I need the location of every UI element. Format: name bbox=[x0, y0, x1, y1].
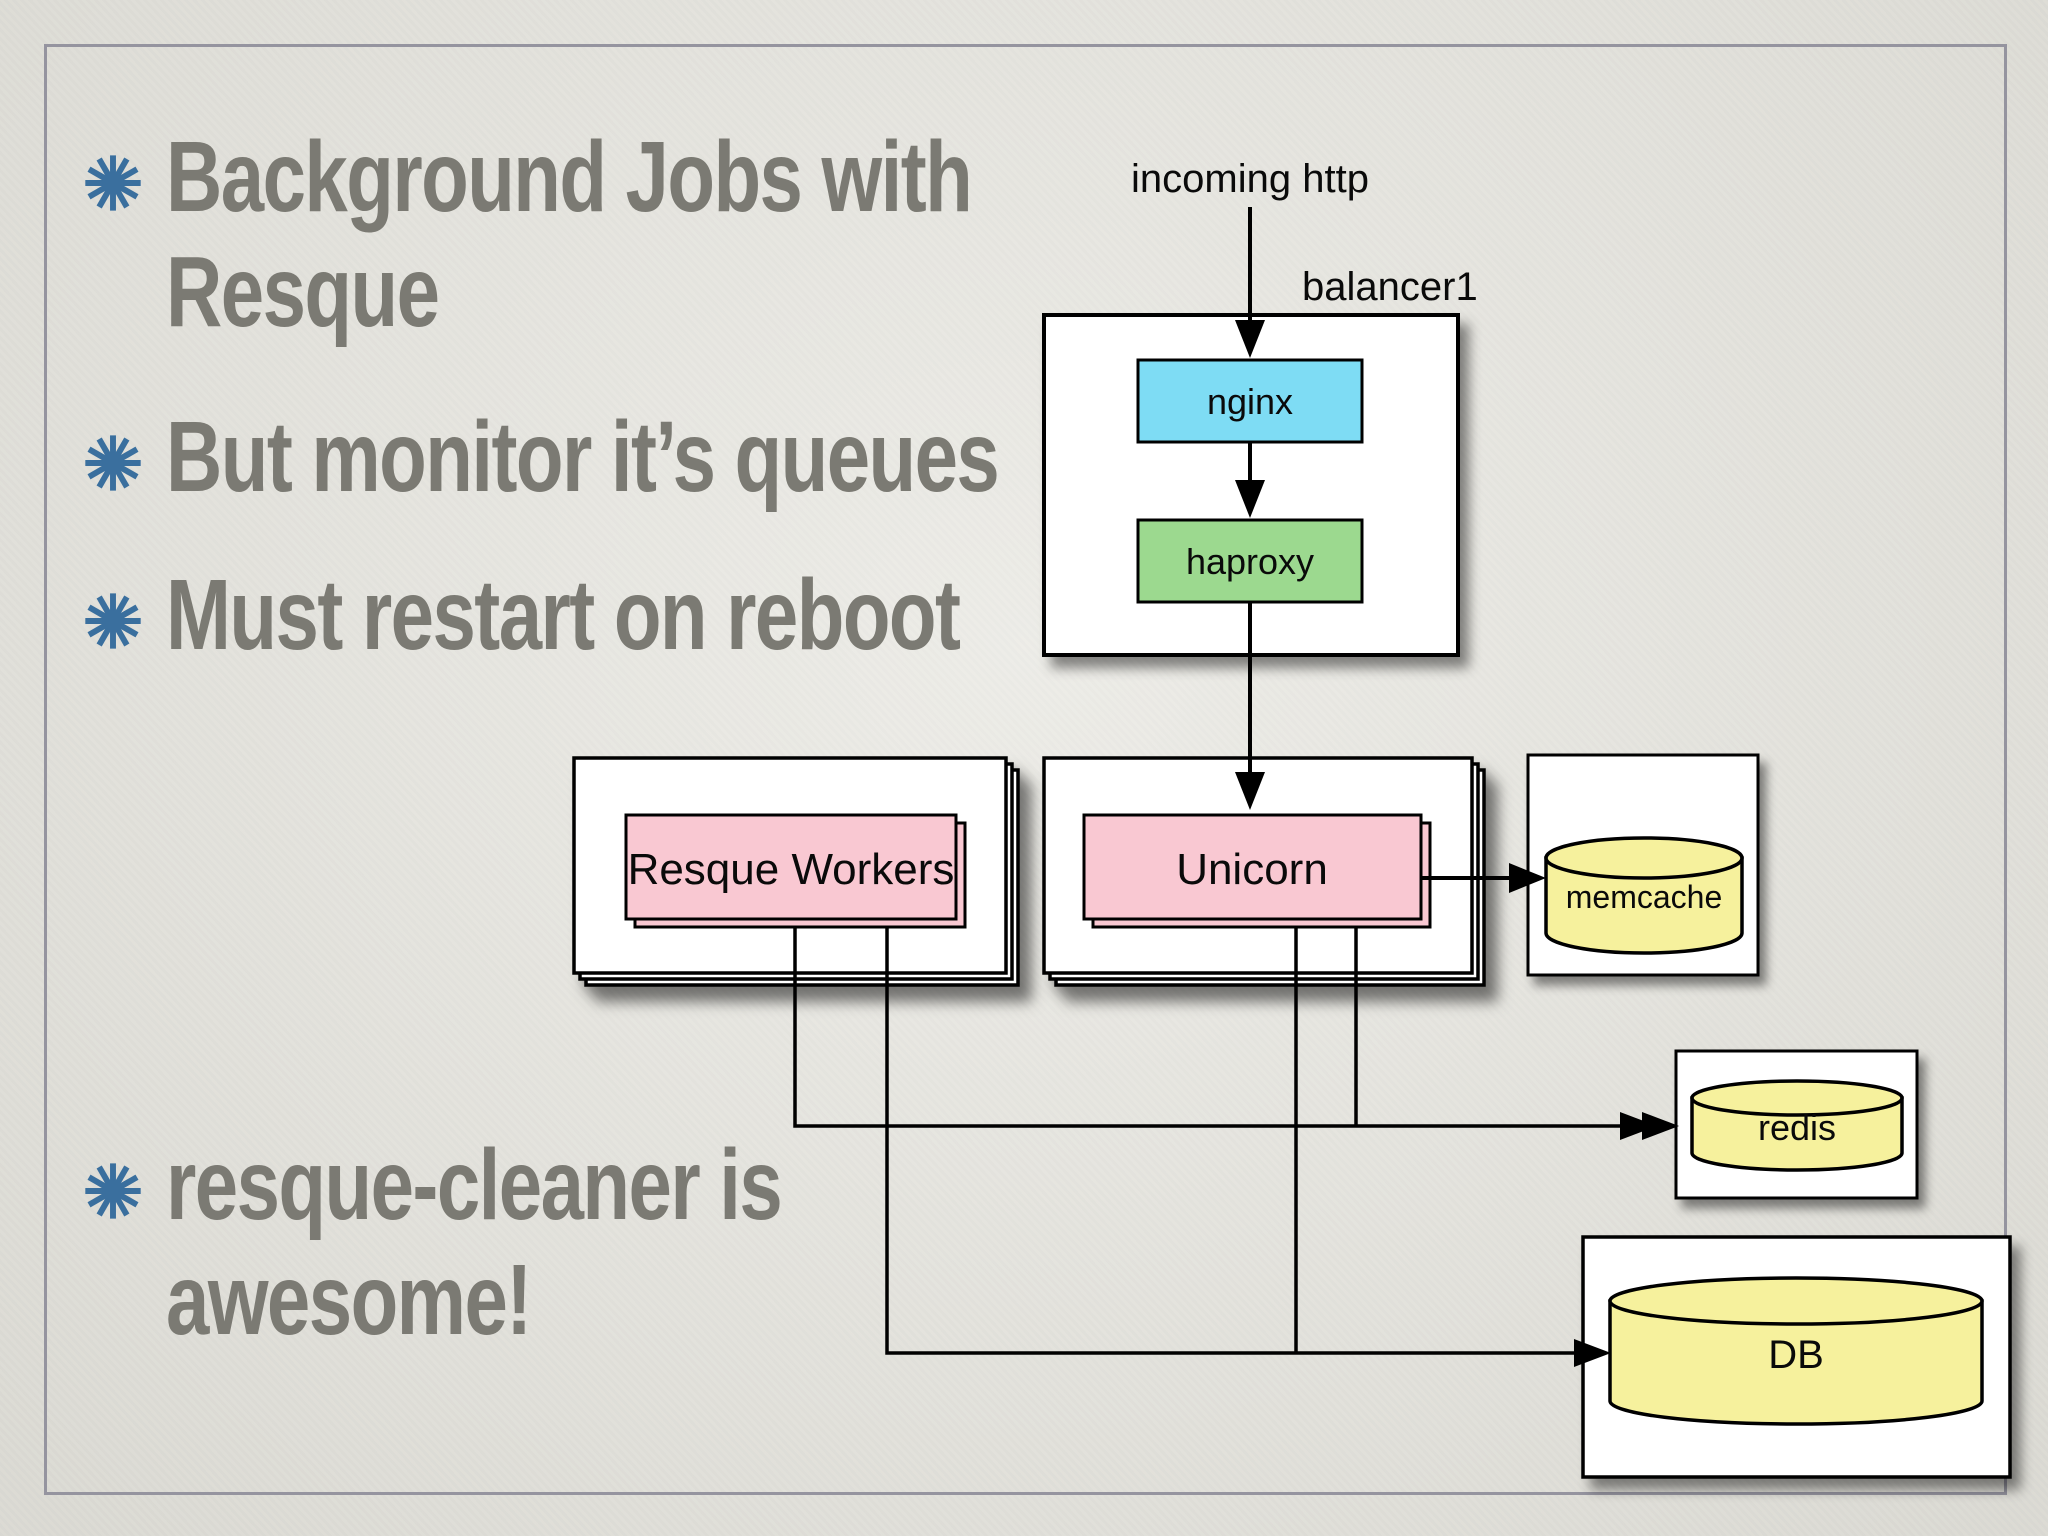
bullet-text: Must restart on reboot bbox=[166, 558, 961, 673]
starburst-bullet-icon bbox=[85, 593, 141, 649]
arrowhead-into-unicorn bbox=[1235, 772, 1265, 810]
balancer1-label: balancer1 bbox=[1302, 265, 1478, 309]
redis-cylinder: redis bbox=[1690, 1079, 1904, 1172]
arrowhead-into-memcache bbox=[1509, 863, 1546, 893]
memcache-cylinder: memcache bbox=[1544, 836, 1744, 955]
redis-label: redis bbox=[1758, 1107, 1836, 1148]
starburst-bullet-icon bbox=[85, 435, 141, 491]
db-label: DB bbox=[1768, 1333, 1824, 1377]
bullet-line: Resque bbox=[166, 236, 440, 348]
bullet-item-4: resque-cleaner is awesome! bbox=[84, 1128, 955, 1358]
connector-resque-to-redis bbox=[793, 925, 1620, 1128]
arrowhead-into-db bbox=[1574, 1339, 1611, 1367]
haproxy-label: haproxy bbox=[1186, 541, 1314, 582]
unicorn-node: Unicorn bbox=[1082, 813, 1432, 929]
nginx-node: nginx bbox=[1136, 358, 1364, 444]
haproxy-node: haproxy bbox=[1136, 518, 1364, 604]
arrowhead-into-redis-2 bbox=[1642, 1112, 1679, 1140]
connector-lines bbox=[793, 925, 1620, 1355]
starburst-bullet-icon bbox=[85, 155, 141, 211]
bullet-line: resque-cleaner is bbox=[166, 1129, 783, 1241]
bullet-item-3: Must restart on reboot bbox=[84, 558, 1183, 673]
connector-resque-to-db bbox=[885, 925, 1574, 1355]
arrowhead-into-haproxy bbox=[1235, 480, 1265, 518]
resque-workers-label: Resque Workers bbox=[628, 845, 955, 894]
flow-lines bbox=[1248, 207, 1512, 880]
starburst-bullet-icon bbox=[85, 1163, 141, 1219]
bullet-text: resque-cleaner is awesome! bbox=[166, 1128, 783, 1358]
bullet-line: But monitor it’s queues bbox=[166, 401, 1000, 513]
memcache-label: memcache bbox=[1566, 879, 1723, 915]
bullet-line: Must restart on reboot bbox=[166, 559, 961, 671]
bullet-item-2: But monitor it’s queues bbox=[84, 400, 1233, 515]
bullet-line: awesome! bbox=[166, 1244, 532, 1356]
bullet-item-1: Background Jobs with Resque bbox=[84, 120, 1198, 350]
bullet-text: But monitor it’s queues bbox=[166, 400, 1000, 515]
bullet-text: Background Jobs with Resque bbox=[166, 120, 973, 350]
unicorn-label: Unicorn bbox=[1176, 845, 1328, 894]
resque-workers-node: Resque Workers bbox=[624, 813, 967, 929]
arrowhead-into-nginx bbox=[1235, 320, 1265, 358]
arrowhead-into-redis-1 bbox=[1620, 1112, 1657, 1140]
nginx-label: nginx bbox=[1207, 381, 1293, 422]
bullet-line: Background Jobs with bbox=[166, 121, 973, 233]
db-cylinder: DB bbox=[1608, 1276, 1984, 1426]
arrowheads bbox=[1235, 320, 1679, 1367]
incoming-http-label: incoming http bbox=[1131, 157, 1369, 201]
